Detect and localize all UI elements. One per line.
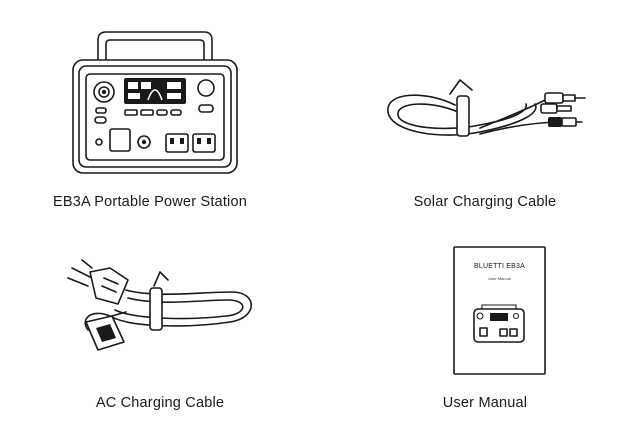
item-label: User Manual xyxy=(442,395,528,411)
power-station-icon xyxy=(72,31,238,174)
package-item-solar-cable: Solar Charging Cable xyxy=(330,0,640,220)
package-item-power-station: EB3A Portable Power Station xyxy=(0,0,300,220)
user-manual-icon xyxy=(453,246,546,375)
item-label: EB3A Portable Power Station xyxy=(52,194,247,210)
package-item-user-manual: BLUETTI EB3A User Manual User Manual xyxy=(330,220,640,435)
ac-cable-icon xyxy=(67,259,252,351)
item-label: AC Charging Cable xyxy=(95,395,225,411)
manual-brand: BLUETTI EB3A xyxy=(473,263,526,270)
package-item-ac-cable: AC Charging Cable xyxy=(0,220,320,435)
solar-cable-icon xyxy=(387,79,586,137)
item-label: Solar Charging Cable xyxy=(413,194,557,210)
manual-subtitle: User Manual xyxy=(488,276,511,281)
